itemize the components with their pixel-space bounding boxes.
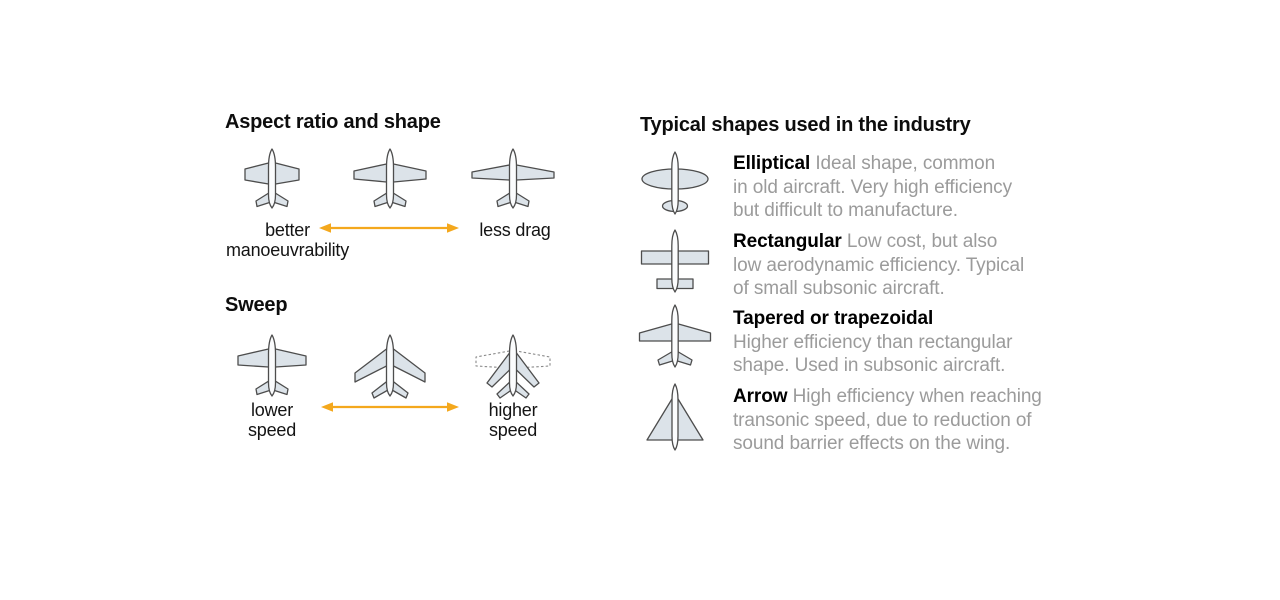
industry-item-rectangular: Rectangular Low cost, but also low aerod… xyxy=(733,230,1085,301)
sweep-tradeoff-arrow-icon xyxy=(320,400,460,418)
industry-desc-line: Ideal shape, common xyxy=(815,153,996,174)
aspect-left-label: better manoeuvrability xyxy=(225,220,350,260)
high-aspect-ratio-plane-icon xyxy=(463,147,563,211)
industry-desc-line: Higher efficiency than rectangular xyxy=(733,331,1013,353)
sweep-left-label: lower speed xyxy=(247,400,297,440)
variable-sweep-plane-icon xyxy=(463,333,563,399)
industry-desc-line: in old aircraft. Very high efficiency xyxy=(733,176,1012,198)
industry-desc-line: High efficiency when reaching xyxy=(792,386,1042,407)
aspect-tradeoff-arrow-icon xyxy=(318,221,460,239)
industry-section-title: Typical shapes used in the industry xyxy=(640,114,971,136)
industry-desc-line: sound barrier effects on the wing. xyxy=(733,433,1011,454)
delta-wing-plane-icon xyxy=(636,381,714,458)
industry-desc-line: of small subsonic aircraft. xyxy=(733,278,945,299)
straight-wing-plane-icon xyxy=(222,333,322,399)
industry-desc-line: but difficult to manufacture. xyxy=(733,200,958,221)
aspect-section-title: Aspect ratio and shape xyxy=(225,111,441,133)
tapered-wing-plane-icon xyxy=(636,303,714,380)
rectangular-wing-plane-icon xyxy=(636,228,714,305)
medium-aspect-ratio-plane-icon xyxy=(340,147,440,211)
industry-item-arrow: Arrow High efficiency when reaching tran… xyxy=(733,385,1085,456)
sweep-right-label: higher speed xyxy=(488,400,538,440)
industry-desc-line: Low cost, but also xyxy=(846,231,998,252)
industry-item-elliptical: Elliptical Ideal shape, common in old ai… xyxy=(733,152,1085,223)
industry-desc-line: low aerodynamic efficiency. Typical xyxy=(733,254,1025,276)
industry-term: Rectangular xyxy=(733,231,842,252)
industry-term: Tapered or trapezoidal xyxy=(733,308,934,329)
industry-item-tapered: Tapered or trapezoidal Higher efficiency… xyxy=(733,307,1085,378)
elliptical-wing-plane-icon xyxy=(636,150,714,227)
industry-desc-line: shape. Used in subsonic aircraft. xyxy=(733,355,1006,376)
industry-desc-line: transonic speed, due to reduction of xyxy=(733,409,1032,431)
industry-term: Elliptical xyxy=(733,153,811,174)
aspect-right-label: less drag xyxy=(479,220,551,240)
low-aspect-ratio-plane-icon xyxy=(222,147,322,211)
sweep-section-title: Sweep xyxy=(225,294,288,316)
swept-wing-plane-icon xyxy=(340,333,440,399)
industry-term: Arrow xyxy=(733,386,788,407)
